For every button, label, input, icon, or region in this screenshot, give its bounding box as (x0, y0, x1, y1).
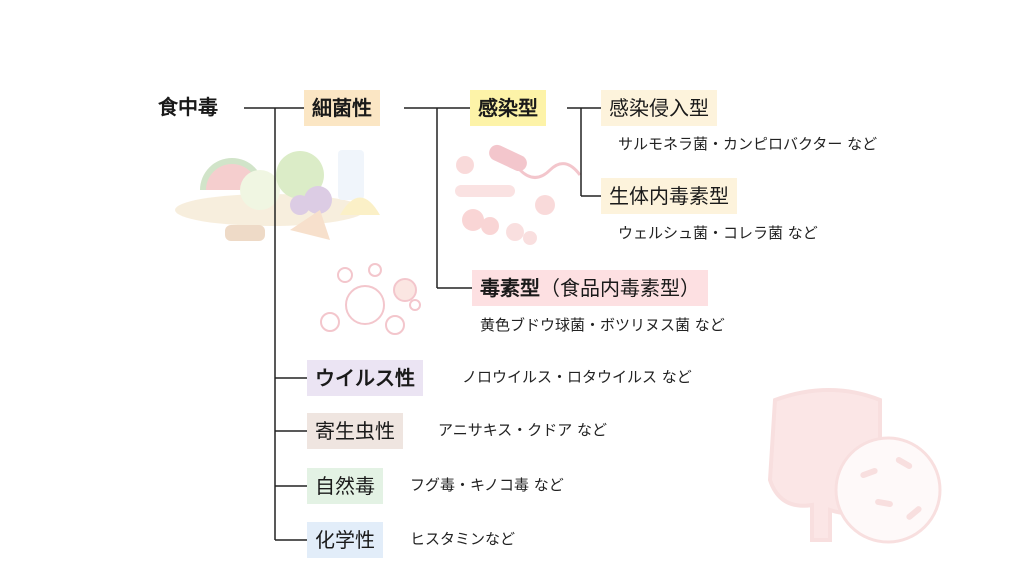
category-toxin-type: 毒素型 （食品内毒素型） (472, 270, 708, 306)
category-in-vivo-toxin: 生体内毒素型 (601, 178, 737, 214)
bacteria-illustration (455, 144, 582, 245)
food-illustration (175, 150, 380, 241)
examples-chemical: ヒスタミンなど (410, 530, 516, 548)
category-bacterial: 細菌性 (304, 90, 380, 126)
toxin-type-sub-label: （食品内毒素型） (540, 276, 700, 300)
category-viral: ウイルス性 (307, 360, 423, 396)
examples-natural-toxin: フグ毒・キノコ毒 など (410, 476, 564, 494)
category-invasive-infection: 感染侵入型 (601, 90, 717, 126)
category-natural-toxin: 自然毒 (307, 468, 383, 504)
examples-toxin-type: 黄色ブドウ球菌・ボツリヌス菌 など (480, 316, 725, 334)
examples-in-vivo-toxin: ウェルシュ菌・コレラ菌 など (618, 224, 818, 242)
examples-viral: ノロウイルス・ロタウイルス など (462, 368, 692, 386)
category-infection-type: 感染型 (470, 90, 546, 126)
category-chemical: 化学性 (307, 522, 383, 558)
intestine-illustration (767, 388, 942, 544)
category-parasitic: 寄生虫性 (307, 413, 403, 449)
root-label-food-poisoning: 食中毒 (158, 95, 218, 119)
virus-illustration (320, 263, 421, 335)
toxin-type-label: 毒素型 (480, 276, 540, 300)
examples-invasive-infection: サルモネラ菌・カンピロバクター など (618, 135, 878, 153)
connector-lines (244, 107, 601, 541)
examples-parasitic: アニサキス・クドア など (438, 421, 608, 439)
